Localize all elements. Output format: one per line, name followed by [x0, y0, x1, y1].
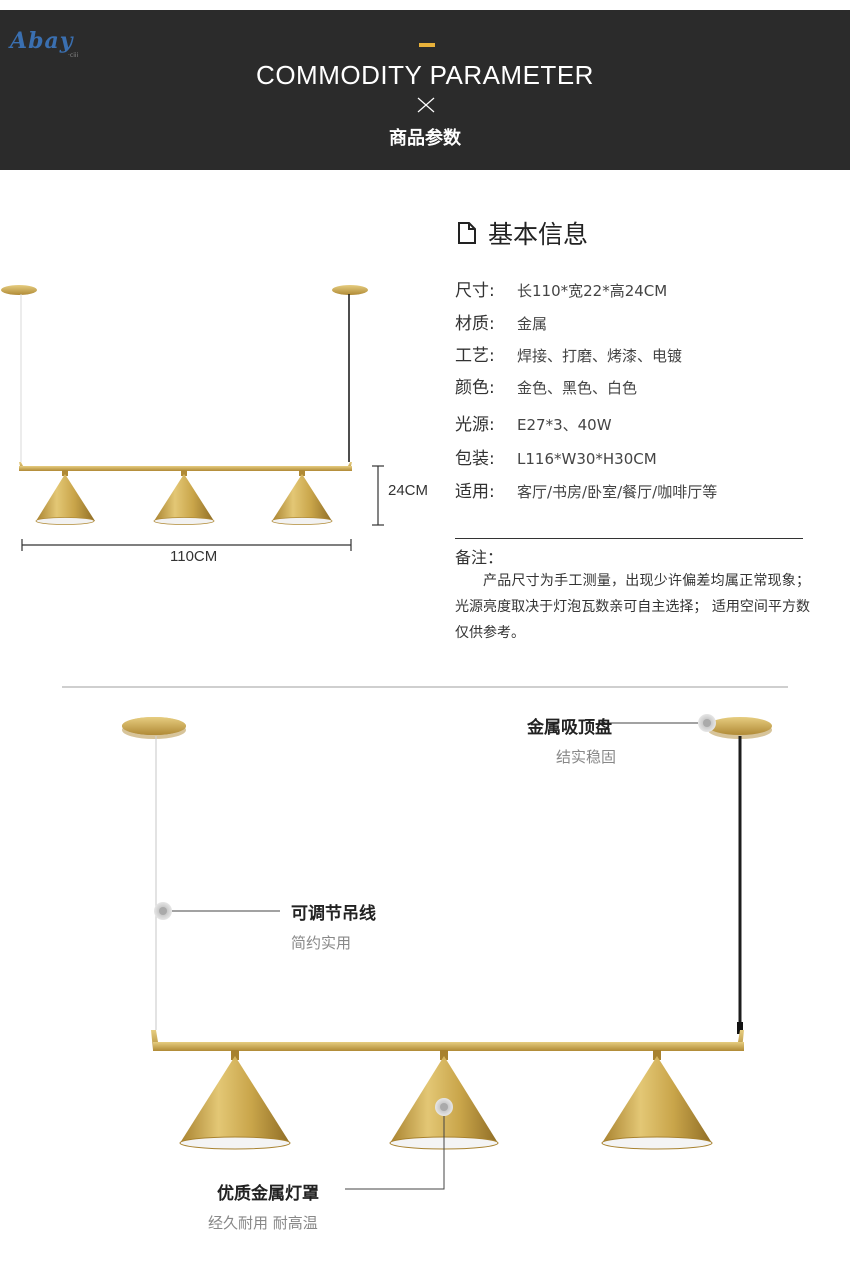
callout-canopy-sub: 结实稳固: [556, 748, 617, 766]
spec-label: 光源:: [455, 415, 495, 435]
callout-line-shade: [345, 1116, 445, 1190]
large-lamp-diagram: [122, 714, 772, 1190]
brand-logo: Abay: [10, 28, 74, 54]
callout-cable-title: 可调节吊线: [291, 904, 376, 924]
info-heading-text: 基本信息: [488, 220, 589, 249]
spec-row-material: 材质: 金属: [455, 309, 547, 334]
spec-label: 包装:: [455, 449, 495, 469]
spec-row-light-source: 光源: E27*3、40W: [455, 410, 612, 435]
document-icon: [458, 222, 476, 244]
spec-value: 金色、黑色、白色: [517, 379, 638, 397]
canopy-right-large: [708, 717, 772, 735]
spec-label: 颜色:: [455, 378, 495, 398]
section-divider: [62, 686, 788, 688]
brand-logo-sub: ·ciii: [68, 52, 79, 59]
spec-value: 焊接、打磨、烤漆、电镀: [517, 347, 683, 365]
callout-shade-sub: 经久耐用 耐高温: [208, 1214, 318, 1232]
spec-value: L116*W30*H30CM: [517, 450, 657, 468]
spec-row-craft: 工艺: 焊接、打磨、烤漆、电镀: [455, 341, 682, 366]
note-label: 备注：: [455, 548, 504, 567]
spec-label: 工艺:: [455, 346, 495, 366]
page-subtitle: 商品参数: [389, 128, 461, 149]
spec-row-package: 包装: L116*W30*H30CM: [455, 444, 657, 469]
shade-small: [35, 470, 95, 525]
callout-cable-sub: 简约实用: [291, 934, 352, 952]
note-text: 产品尺寸为手工测量，出现少许偏差均属正常现象；光源亮度取决于灯泡瓦数亲可自主选择…: [455, 573, 810, 641]
spec-label: 材质:: [455, 314, 495, 334]
spec-label: 适用:: [455, 482, 495, 502]
spec-value: E27*3、40W: [517, 416, 612, 434]
bar-main-large: [153, 1042, 744, 1051]
note-divider: [455, 538, 803, 539]
spec-value: 金属: [517, 315, 548, 333]
small-lamp-diagram: [1, 285, 384, 551]
callout-shade-title: 优质金属灯罩: [217, 1184, 319, 1204]
spec-row-size: 尺寸: 长110*宽22*高24CM: [455, 276, 667, 301]
spec-row-usage: 适用: 客厅/书房/卧室/餐厅/咖啡厅等: [455, 477, 717, 502]
dimension-height-label: 24CM: [388, 482, 429, 499]
bar-main: [19, 466, 352, 471]
page-title: COMMODITY PARAMETER: [256, 60, 594, 90]
cross-icon: [417, 97, 435, 113]
spec-label: 尺寸:: [455, 281, 495, 301]
shade-large: [601, 1050, 713, 1150]
shade-small: [271, 470, 333, 525]
callout-canopy-title: 金属吸顶盘: [527, 718, 612, 738]
shade-small: [153, 470, 215, 525]
spec-value: 客厅/书房/卧室/餐厅/咖啡厅等: [517, 483, 718, 501]
spec-value: 长110*宽22*高24CM: [517, 282, 668, 300]
dimension-width-label: 110CM: [170, 548, 218, 565]
shade-large: [179, 1050, 291, 1150]
accent-dash: [419, 43, 435, 47]
header-banner: Abay ·ciii COMMODITY PARAMETER 商品参数: [0, 10, 850, 170]
spec-row-color: 颜色: 金色、黑色、白色: [455, 373, 637, 398]
canopy-left: [1, 285, 37, 295]
canopy-right: [332, 285, 368, 295]
info-heading: 基本信息: [456, 215, 588, 251]
